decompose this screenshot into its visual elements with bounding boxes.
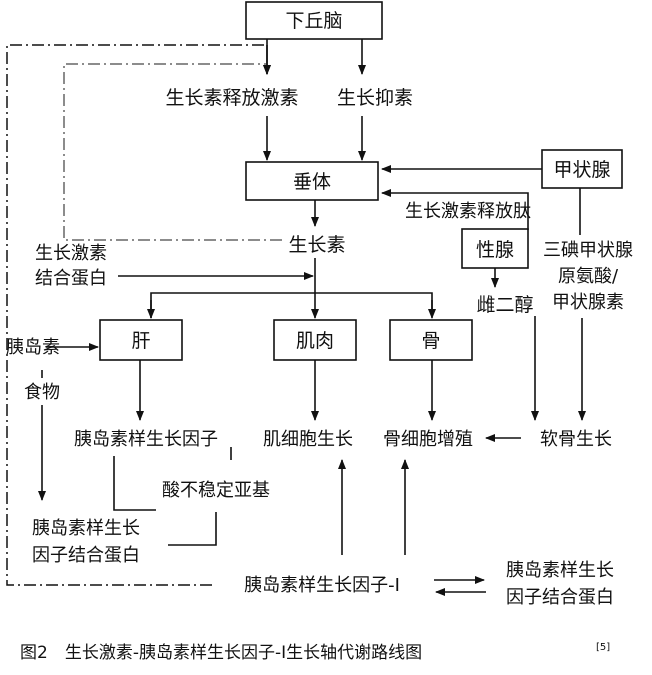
thyroid-box (541, 149, 623, 189)
hypothalamus-label: 下丘脑 (285, 10, 342, 32)
line-igf-bracket (113, 456, 156, 511)
feedback-line-outer (6, 44, 267, 586)
arrow-gonad-pit (381, 189, 529, 230)
estradiol-label: 雌二醇 (476, 294, 533, 316)
gonad-box (461, 228, 529, 269)
pituitary-label: 垂体 (293, 171, 331, 193)
als-label: 酸不稳定亚基 (162, 480, 270, 501)
somatostatin-label: 生长抑素 (337, 87, 413, 109)
liver-box (99, 319, 183, 361)
food-label: 食物 (24, 382, 60, 403)
line-als-igfbp (168, 512, 217, 546)
hypothalamus-box (245, 1, 383, 40)
ghbp-label-line1: 生长激素 (35, 243, 107, 264)
feedback-line-inner (63, 63, 282, 241)
bone-box (389, 319, 473, 361)
gh-label: 生长素 (288, 234, 345, 256)
igfbp-right-label-line2: 因子结合蛋白 (506, 587, 614, 608)
t3-label-line1: 三碘甲状腺 (543, 240, 633, 261)
ghrp-label: 生长激素释放肽 (405, 201, 531, 222)
igf-label: 胰岛素样生长因子 (74, 429, 218, 450)
line-gh-branch (150, 292, 433, 318)
muscle-label: 肌肉 (296, 330, 334, 352)
thyroid-label: 甲状腺 (553, 159, 610, 181)
cartilage-growth-label: 软骨生长 (540, 429, 612, 450)
bone-label: 骨 (421, 330, 440, 352)
t3-label-line3: 甲状腺素 (552, 292, 624, 313)
muscle-box (273, 319, 357, 361)
ghbp-label-line2: 结合蛋白 (35, 268, 107, 289)
ghrh-label: 生长素释放激素 (165, 87, 298, 109)
figure-caption: 图2 生长激素-胰岛素样生长因子-Ⅰ生长轴代谢路线图 (20, 643, 422, 663)
igfbp-left-label-line2: 因子结合蛋白 (32, 545, 140, 566)
muscle-growth-label: 肌细胞生长 (263, 429, 353, 450)
igfbp-right-label-line1: 胰岛素样生长 (506, 560, 614, 581)
bone-proliferation-label: 骨细胞增殖 (383, 428, 473, 450)
igfbp-left-label-line1: 胰岛素样生长 (32, 518, 140, 539)
figure-caption-ref: [5] (596, 642, 610, 653)
insulin-label: 胰岛素 (6, 337, 60, 358)
t3-label-line2: 原氨酸/ (558, 266, 619, 287)
liver-label: 肝 (131, 330, 150, 352)
gonad-label: 性腺 (476, 239, 514, 261)
igf1-label: 胰岛素样生长因子-Ⅰ (244, 575, 400, 596)
pituitary-box (245, 161, 379, 201)
